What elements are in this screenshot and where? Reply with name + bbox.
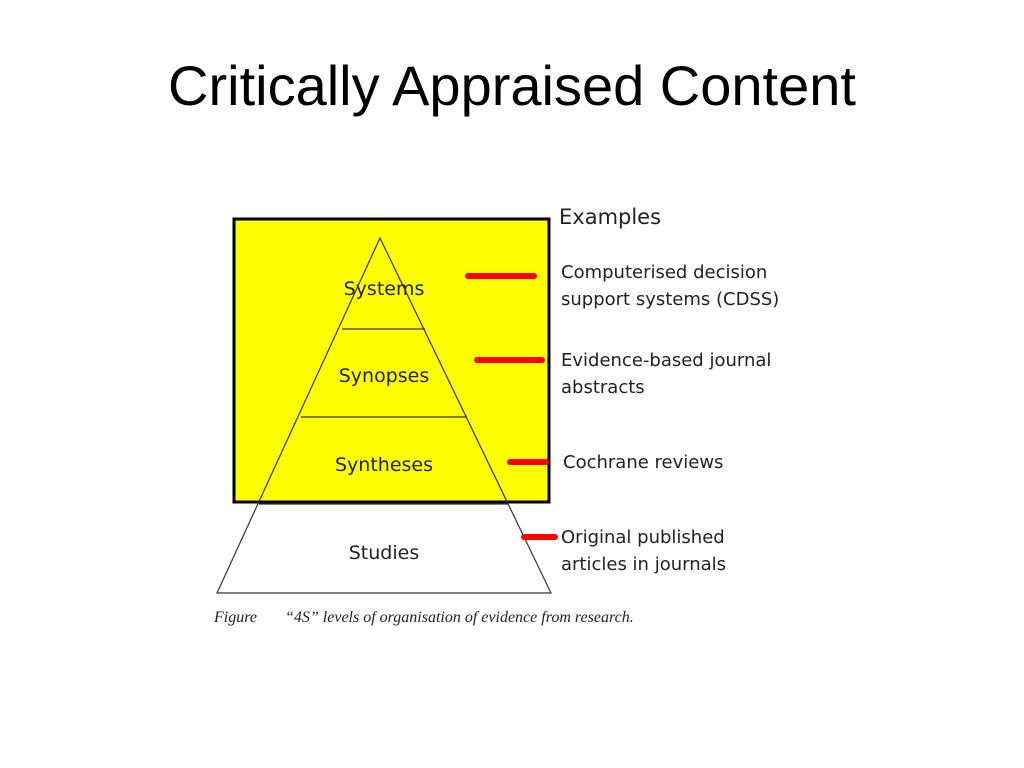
figure-caption-label: Figure [213, 609, 257, 626]
example-studies-line-1: Original published [561, 527, 725, 548]
level-syntheses: Syntheses [335, 454, 433, 476]
level-synopses: Synopses [339, 365, 430, 387]
example-systems-line-2: support systems (CDSS) [561, 289, 779, 310]
slide-title: Critically Appraised Content [168, 54, 856, 117]
level-studies: Studies [349, 542, 419, 564]
example-synopses-line-1: Evidence-based journal [561, 350, 771, 371]
example-synopses-line-2: abstracts [561, 377, 645, 398]
examples-heading: Examples [559, 205, 661, 229]
example-syntheses-line-1: Cochrane reviews [563, 452, 723, 473]
example-systems-line-1: Computerised decision [561, 262, 767, 283]
pyramid-outline [216, 236, 552, 594]
level-systems: Systems [344, 278, 425, 300]
figure-caption-text: “4S” levels of organisation of evidence … [285, 609, 634, 626]
example-studies-line-2: articles in journals [561, 554, 726, 575]
